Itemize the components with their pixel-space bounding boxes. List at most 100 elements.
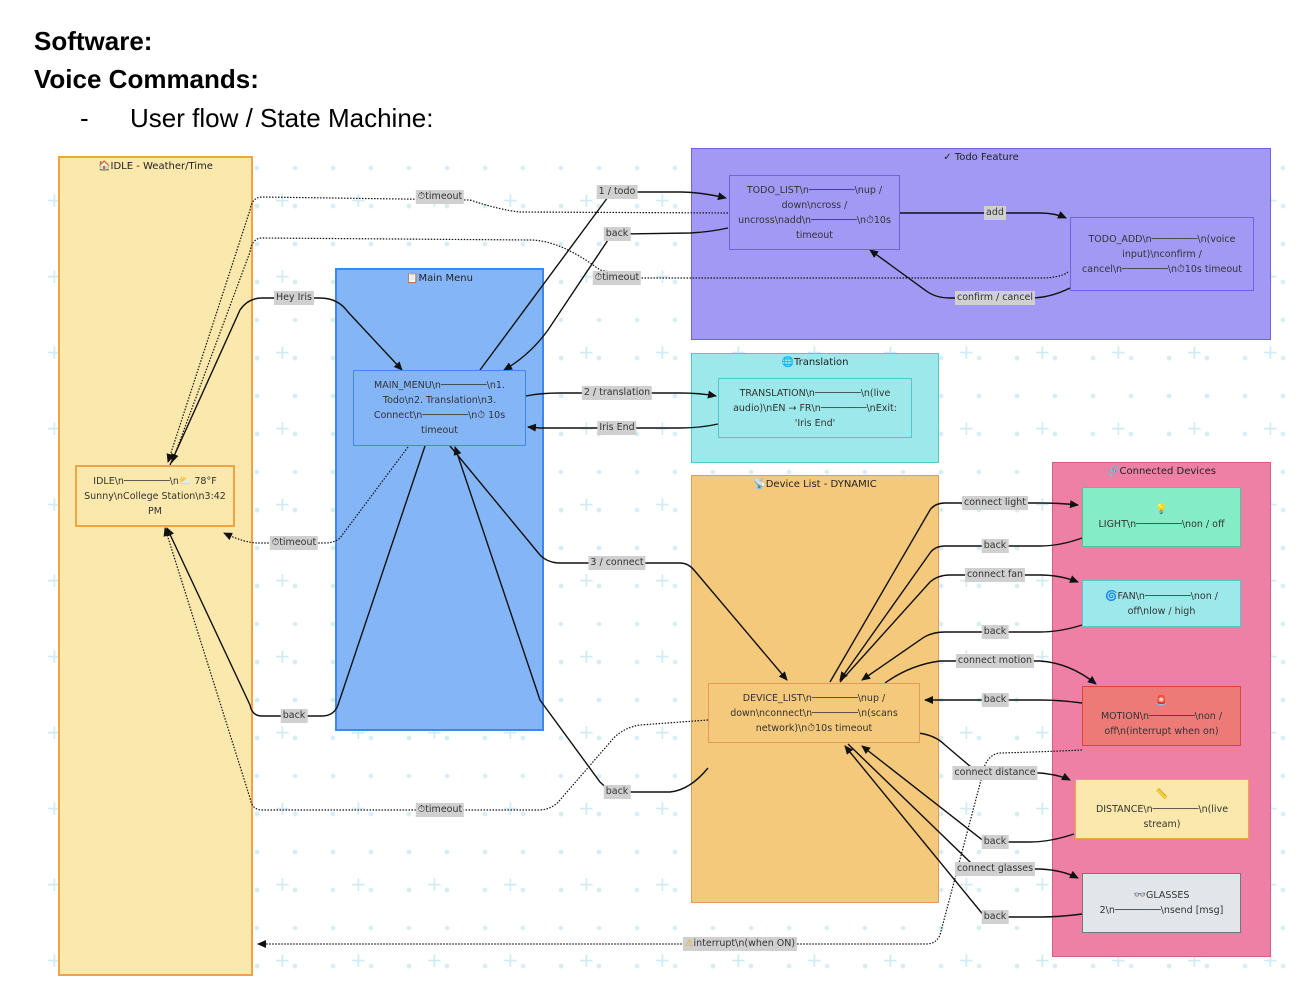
timer-icon: ⏱ bbox=[1177, 263, 1185, 275]
grid-plus-mark: + bbox=[578, 492, 595, 516]
sun-cloud-icon: ⛅ bbox=[178, 475, 192, 487]
edge-label-connect-motion: connect motion bbox=[955, 654, 1035, 668]
edge-label-back-glasses: back bbox=[981, 910, 1009, 924]
grid-plus-mark: + bbox=[578, 416, 595, 440]
grid-plus-mark: + bbox=[274, 948, 291, 972]
cyclone-icon: 🌀 bbox=[1105, 590, 1118, 602]
grid-plus-mark: + bbox=[426, 872, 443, 896]
memo-icon: 📋 bbox=[406, 273, 419, 284]
node-light[interactable]: 💡LIGHT\n────────\non / off bbox=[1082, 487, 1241, 547]
grid-plus-mark: + bbox=[654, 340, 671, 364]
edge-label-iris-end: Iris End bbox=[597, 421, 637, 435]
heading-software: Software: bbox=[34, 26, 153, 56]
grid-plus-mark: + bbox=[1186, 340, 1203, 364]
grid-plus-mark: + bbox=[274, 264, 291, 288]
bullet-item: -User flow / State Machine: bbox=[80, 103, 433, 134]
node-idle[interactable]: IDLE\n────────\n⛅ 78°F Sunny\nCollege St… bbox=[75, 465, 235, 527]
edge-label-back-light: back bbox=[981, 539, 1009, 553]
ruler-icon: 📏 bbox=[1155, 788, 1169, 800]
alarm-light-icon: 🚨 bbox=[1155, 695, 1168, 707]
timer-icon: ⏱ bbox=[477, 410, 486, 421]
edge-label-connect-glasses: connect glasses bbox=[954, 862, 1036, 876]
node-glasses[interactable]: 👓GLASSES 2\n────────\nsend [msg] bbox=[1082, 873, 1241, 933]
timer-icon: ⏱ bbox=[271, 537, 280, 548]
grid-plus-mark: + bbox=[806, 948, 823, 972]
edge-label-confirm-cancel: confirm / cancel bbox=[954, 291, 1036, 305]
grid-plus-mark: + bbox=[578, 720, 595, 744]
grid-plus-mark: + bbox=[958, 872, 975, 896]
edge-label-back-fan: back bbox=[981, 625, 1009, 639]
grid-plus-mark: + bbox=[578, 188, 595, 212]
grid-plus-mark: + bbox=[426, 948, 443, 972]
edge-label-timeout-todo: ⏱timeout bbox=[415, 190, 465, 204]
grid-plus-mark: + bbox=[578, 340, 595, 364]
grid-plus-mark: + bbox=[350, 188, 367, 212]
grid-plus-mark: + bbox=[958, 720, 975, 744]
node-main-menu[interactable]: MAIN_MENU\n────────\n1. Todo\n2. Transla… bbox=[353, 370, 526, 446]
lightbulb-icon: 💡 bbox=[1155, 504, 1168, 515]
node-motion[interactable]: 🚨MOTION\n────────\non / off\n(interrupt … bbox=[1082, 686, 1241, 746]
timer-icon: ⏱ bbox=[807, 722, 816, 734]
edge-label-connect-light: connect light bbox=[962, 496, 1028, 510]
grid-plus-mark: + bbox=[274, 644, 291, 668]
grid-plus-mark: + bbox=[578, 568, 595, 592]
node-fan[interactable]: 🌀FAN\n────────\non / off\nlow / high bbox=[1082, 580, 1241, 627]
grid-plus-mark: + bbox=[502, 796, 519, 820]
grid-plus-mark: + bbox=[654, 188, 671, 212]
edge-label-back-motion: back bbox=[981, 693, 1009, 707]
grid-plus-mark: + bbox=[654, 948, 671, 972]
link-icon: 🔗 bbox=[1107, 466, 1120, 477]
house-icon: 🏠 bbox=[98, 161, 111, 172]
grid-plus-mark: + bbox=[1034, 340, 1051, 364]
grid-plus-mark: + bbox=[274, 416, 291, 440]
group-title: 🏠IDLE - Weather/Time bbox=[98, 161, 213, 172]
bullet-text: User flow / State Machine: bbox=[130, 103, 434, 133]
node-device-list[interactable]: DEVICE_LIST\n────────\nup / down\nconnec… bbox=[708, 683, 920, 743]
grid-plus-mark: + bbox=[1186, 416, 1203, 440]
grid-plus-mark: + bbox=[350, 796, 367, 820]
grid-plus-mark: + bbox=[274, 872, 291, 896]
grid-plus-mark: + bbox=[958, 796, 975, 820]
grid-plus-mark: + bbox=[578, 948, 595, 972]
group-title: 📡Device List - DYNAMIC bbox=[753, 479, 877, 490]
grid-plus-mark: + bbox=[654, 872, 671, 896]
grid-plus-mark: + bbox=[1034, 644, 1051, 668]
group-title: 🌐Translation bbox=[781, 357, 849, 368]
grid-plus-mark: + bbox=[1262, 416, 1279, 440]
grid-plus-mark: + bbox=[882, 948, 899, 972]
node-translation[interactable]: TRANSLATION\n────────\n(live audio)\nEN … bbox=[718, 378, 912, 438]
grid-plus-mark: + bbox=[958, 948, 975, 972]
group-title: 🔗Connected Devices bbox=[1107, 466, 1216, 477]
grid-plus-mark: + bbox=[654, 644, 671, 668]
node-todo-add[interactable]: TODO_ADD\n────────\n(voice input)\nconfi… bbox=[1070, 217, 1254, 291]
edge-label-interrupt: ⚠interrupt\n(when ON) bbox=[682, 937, 798, 951]
grid-plus-mark: + bbox=[274, 492, 291, 516]
grid-plus-mark: + bbox=[1110, 340, 1127, 364]
group-main-menu: 📋Main Menu bbox=[335, 268, 544, 731]
grid-plus-mark: + bbox=[274, 568, 291, 592]
grid-plus-mark: + bbox=[654, 720, 671, 744]
grid-plus-mark: + bbox=[958, 340, 975, 364]
group-title: 📋Main Menu bbox=[406, 273, 473, 284]
edge-label-back-dev-menu: back bbox=[603, 785, 631, 799]
grid-plus-mark: + bbox=[654, 416, 671, 440]
satellite-icon: 📡 bbox=[753, 479, 766, 490]
heading-voice-commands: Voice Commands: bbox=[34, 64, 259, 94]
edge-label-three-connect: 3 / connect bbox=[588, 556, 646, 570]
grid-plus-mark: + bbox=[654, 796, 671, 820]
group-idle: 🏠IDLE - Weather/Time bbox=[58, 156, 253, 976]
edge-label-hey-iris: Hey Iris bbox=[274, 291, 314, 305]
grid-plus-mark: + bbox=[578, 644, 595, 668]
timer-icon: ⏱ bbox=[417, 804, 426, 815]
edge-label-back-distance: back bbox=[981, 835, 1009, 849]
grid-plus-mark: + bbox=[1034, 720, 1051, 744]
edge-label-connect-distance: connect distance bbox=[952, 766, 1038, 780]
edge-label-timeout-dev: ⏱timeout bbox=[415, 803, 465, 817]
edge-label-connect-fan: connect fan bbox=[964, 568, 1026, 582]
node-distance[interactable]: 📏DISTANCE\n────────\n(live stream) bbox=[1075, 779, 1249, 839]
edge-label-timeout-menu: ⏱timeout bbox=[269, 536, 319, 550]
grid-plus-mark: + bbox=[274, 188, 291, 212]
node-todo-list[interactable]: TODO_LIST\n────────\nup / down\ncross / … bbox=[729, 175, 900, 250]
grid-plus-mark: + bbox=[730, 948, 747, 972]
grid-plus-mark: + bbox=[654, 568, 671, 592]
